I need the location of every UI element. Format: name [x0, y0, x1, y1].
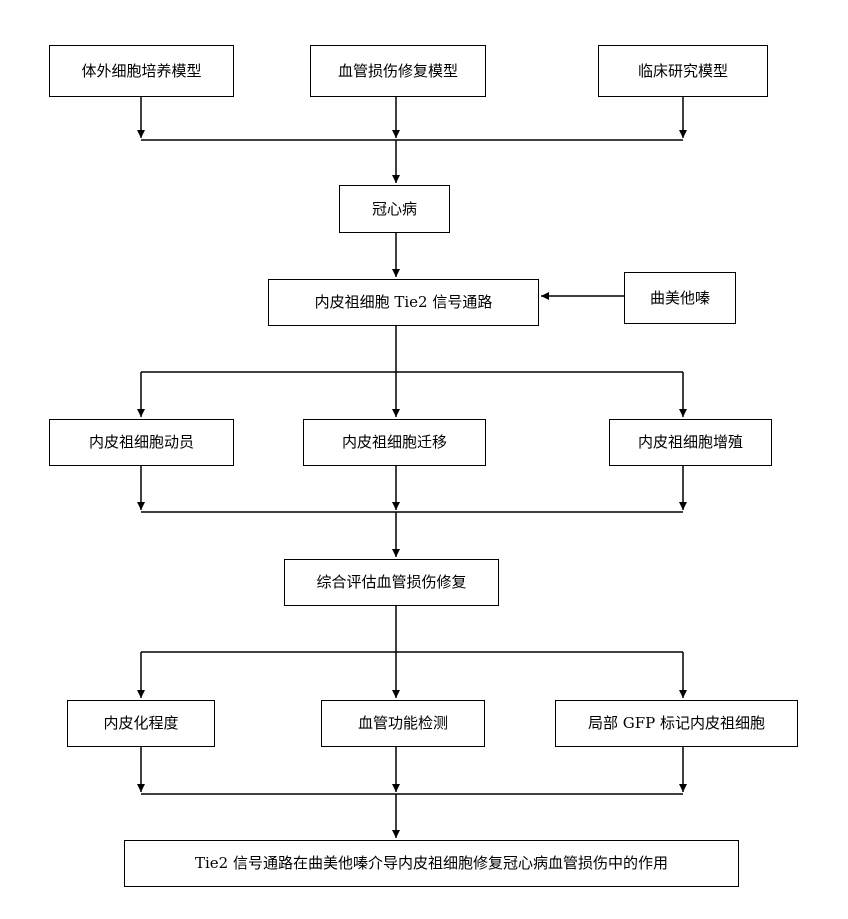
conclusion-box: Tie2 信号通路在曲美他嗪介导内皮祖细胞修复冠心病血管损伤中的作用	[124, 840, 739, 887]
in-vitro-model-label: 体外细胞培养模型	[81, 61, 202, 80]
migration-box: 内皮祖细胞迁移	[303, 419, 486, 466]
clinical-model-label: 临床研究模型	[637, 61, 728, 80]
proliferation-box: 内皮祖细胞增殖	[609, 419, 772, 466]
proliferation-label: 内皮祖细胞增殖	[637, 433, 743, 451]
vascular-repair-model-label: 血管损伤修复模型	[337, 61, 458, 80]
drug-label: 曲美他嗪	[649, 288, 710, 307]
endothelialization-box: 内皮化程度	[67, 700, 215, 747]
mobilization-box: 内皮祖细胞动员	[49, 419, 234, 466]
vascular-function-box: 血管功能检测	[321, 700, 485, 747]
vascular-function-label: 血管功能检测	[357, 714, 448, 732]
endothelialization-label: 内皮化程度	[103, 714, 179, 732]
conclusion-label: Tie2 信号通路在曲美他嗪介导内皮祖细胞修复冠心病血管损伤中的作用	[195, 854, 668, 872]
clinical-model-box: 临床研究模型	[598, 45, 768, 97]
chd-label: 冠心病	[371, 199, 417, 218]
chd-box: 冠心病	[339, 185, 450, 233]
assessment-label: 综合评估血管损伤修复	[316, 573, 467, 591]
drug-box: 曲美他嗪	[624, 272, 736, 324]
assessment-box: 综合评估血管损伤修复	[284, 559, 499, 606]
pathway-box: 内皮祖细胞 Tie2 信号通路	[268, 279, 539, 326]
pathway-label: 内皮祖细胞 Tie2 信号通路	[314, 293, 493, 311]
in-vitro-model-box: 体外细胞培养模型	[49, 45, 234, 97]
mobilization-label: 内皮祖细胞动员	[88, 433, 194, 451]
gfp-label-box: 局部 GFP 标记内皮祖细胞	[555, 700, 798, 747]
vascular-repair-model-box: 血管损伤修复模型	[310, 45, 486, 97]
gfp-label-label: 局部 GFP 标记内皮祖细胞	[587, 714, 766, 732]
migration-label: 内皮祖细胞迁移	[341, 433, 447, 451]
